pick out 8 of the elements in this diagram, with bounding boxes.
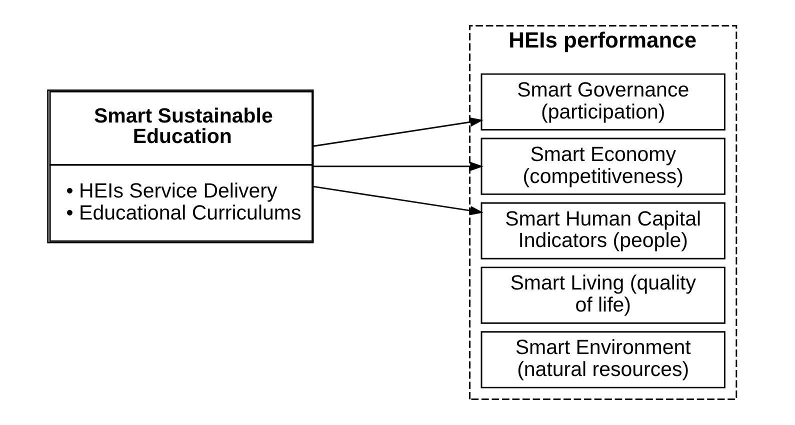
- arrow: [312, 186, 483, 216]
- arrow: [312, 118, 483, 147]
- node-box: Smart Economy (competitiveness): [480, 138, 725, 195]
- node-box: Smart Living (quality of life): [480, 266, 725, 324]
- arrow: [313, 162, 483, 171]
- node-box: Smart Human Capital Indicators (people): [480, 202, 725, 260]
- node-box: Smart Environment (natural resources): [480, 331, 725, 388]
- node-box: Smart Governance (participation): [480, 73, 725, 130]
